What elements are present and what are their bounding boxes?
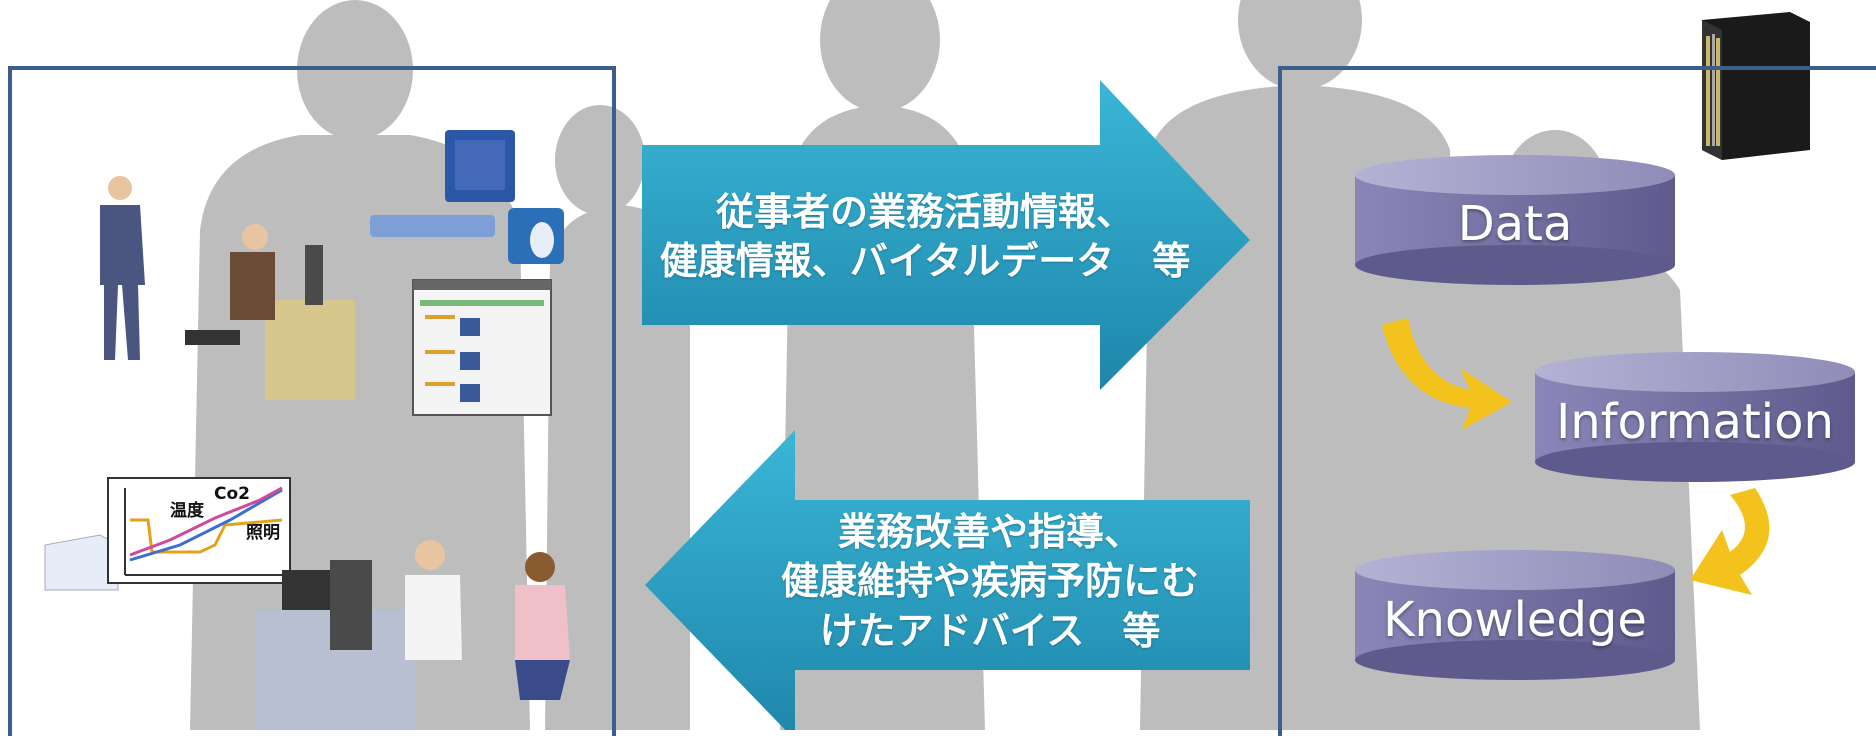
doctor-consultation-illustration (255, 540, 570, 730)
arrow-left-line2: 健康維持や疾病予防にむ (780, 559, 1199, 604)
cylinder-knowledge (1355, 550, 1675, 680)
arrow-left-label: 業務改善や指導、 健康維持や疾病予防にむ けたアドバイス 等 (740, 508, 1240, 656)
cylinder-information (1535, 352, 1855, 482)
arrow-right-label: 従事者の業務活動情報、 健康情報、バイタルデータ 等 (645, 188, 1205, 287)
web-page-icon (412, 279, 552, 416)
arrow-left-shape (645, 430, 1250, 730)
knowledge-label: Knowledge (1383, 592, 1647, 648)
curved-arrow-data-to-info (1382, 318, 1512, 430)
worker-panel (8, 66, 616, 736)
curved-arrow-info-to-knowledge (1690, 488, 1770, 595)
co2-label: Co2 (214, 484, 250, 504)
arrow-right-shape (642, 80, 1250, 390)
lighting-label: 照明 (246, 523, 280, 543)
temperature-label: 温度 (170, 501, 204, 521)
arrow-left-line3: けたアドバイス 等 (819, 608, 1161, 653)
cylinder-data (1355, 155, 1675, 285)
computer-monitor-icon (370, 130, 564, 264)
server-rack-icon (1702, 12, 1810, 160)
man-on-phone-illustration (100, 176, 145, 360)
knowledge-panel (1278, 66, 1876, 736)
sensor-chart-illustration (44, 477, 291, 591)
arrow-left-line1: 業務改善や指導、 (837, 510, 1142, 554)
arrow-right-line1: 従事者の業務活動情報、 (715, 190, 1134, 234)
office-worker-desk-illustration (185, 224, 355, 400)
data-label: Data (1457, 196, 1573, 252)
information-label: Information (1556, 394, 1834, 450)
arrow-right-line2: 健康情報、バイタルデータ 等 (659, 239, 1191, 284)
